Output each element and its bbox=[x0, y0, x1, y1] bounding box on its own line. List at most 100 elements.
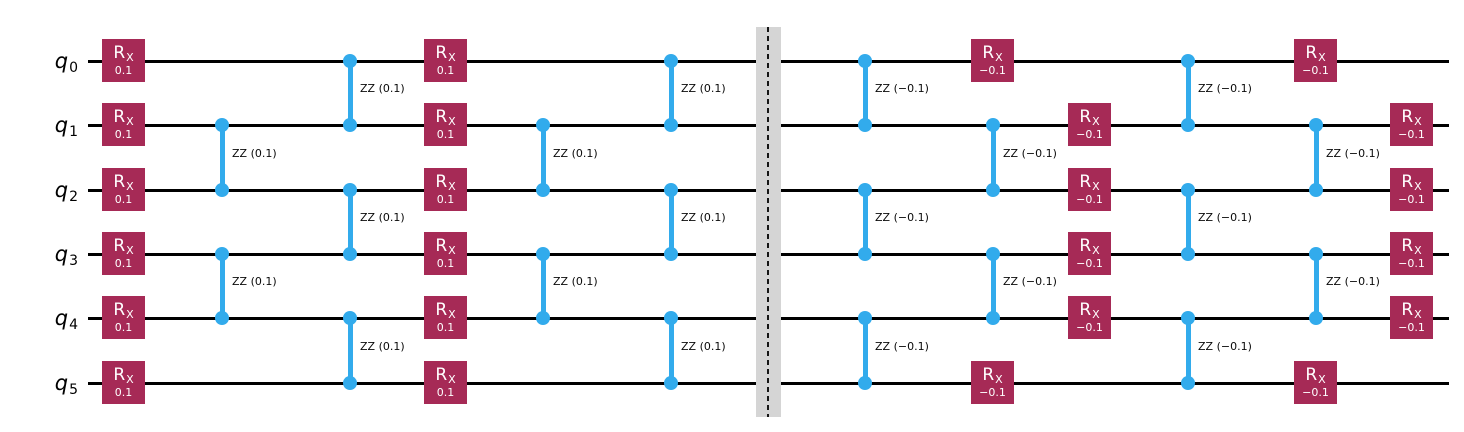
zz-control-dot bbox=[664, 311, 678, 325]
zz-connector-line bbox=[348, 61, 353, 125]
rx-gate-name: RX bbox=[435, 44, 456, 64]
zz-gate-label: ZZ (−0.1) bbox=[1326, 146, 1380, 160]
rx-gate-letter: R bbox=[982, 364, 995, 385]
rx-gate-subscript: X bbox=[448, 114, 456, 128]
rx-gate-subscript: X bbox=[126, 307, 134, 321]
rx-gate: RX−0.1 bbox=[1390, 296, 1433, 339]
rx-gate-subscript: X bbox=[1318, 372, 1326, 386]
zz-control-dot bbox=[215, 247, 229, 261]
rx-gate-name: RX bbox=[435, 171, 455, 193]
qubit-label-subscript: 0 bbox=[69, 60, 78, 76]
rx-gate: RX−0.1 bbox=[1068, 168, 1111, 211]
zz-control-dot bbox=[1181, 118, 1195, 132]
qubit-label: q2 bbox=[30, 175, 78, 205]
zz-gate-label: ZZ (0.1) bbox=[232, 275, 277, 288]
zz-control-dot bbox=[536, 118, 550, 132]
rx-gate-letter: R bbox=[1401, 171, 1414, 192]
rx-gate-param: 0.1 bbox=[436, 127, 455, 141]
rx-gate-name: RX bbox=[1401, 299, 1421, 321]
rx-gate-letter: R bbox=[113, 42, 126, 63]
rx-gate-name: RX bbox=[1079, 301, 1100, 321]
qubit-label-subscript: 5 bbox=[69, 382, 78, 398]
rx-gate-letter: R bbox=[113, 171, 126, 192]
zz-gate-label: ZZ (0.1) bbox=[232, 146, 277, 160]
rx-gate-name: RX bbox=[1079, 171, 1099, 193]
rx-gate-subscript: X bbox=[1092, 114, 1100, 128]
qubit-label-base: q bbox=[54, 178, 69, 202]
rx-gate-param: 0.1 bbox=[114, 320, 133, 334]
zz-control-dot bbox=[986, 118, 1000, 132]
rx-gate-param: 0.1 bbox=[114, 385, 133, 399]
rx-gate-name: RX bbox=[435, 366, 456, 386]
zz-control-dot bbox=[1309, 183, 1323, 197]
zz-gate-label: ZZ (−0.1) bbox=[1198, 211, 1252, 224]
rx-gate-subscript: X bbox=[126, 50, 134, 64]
zz-gate-label: ZZ (−0.1) bbox=[875, 82, 929, 95]
zz-control-dot bbox=[664, 183, 678, 197]
rx-gate-letter: R bbox=[1079, 171, 1092, 192]
zz-control-dot bbox=[343, 183, 357, 197]
zz-connector-line bbox=[991, 254, 996, 318]
rx-gate-letter: R bbox=[982, 42, 995, 63]
rx-gate-subscript: X bbox=[1092, 307, 1100, 321]
rx-gate-subscript: X bbox=[448, 307, 456, 321]
rx-gate-param: −0.1 bbox=[1076, 127, 1103, 141]
zz-control-dot bbox=[858, 54, 872, 68]
zz-control-dot bbox=[858, 118, 872, 132]
zz-control-dot bbox=[1181, 247, 1195, 261]
rx-gate-subscript: X bbox=[448, 50, 456, 64]
rx-gate-name: RX bbox=[1305, 42, 1325, 64]
rx-gate: RX−0.1 bbox=[1068, 296, 1111, 339]
rx-gate-param: −0.1 bbox=[1076, 256, 1103, 270]
zz-connector-line bbox=[863, 190, 868, 254]
zz-control-dot bbox=[215, 183, 229, 197]
rx-gate-name: RX bbox=[113, 299, 134, 321]
rx-gate-name: RX bbox=[1079, 108, 1100, 128]
rx-gate-subscript: X bbox=[448, 372, 456, 386]
zz-connector-line bbox=[1186, 61, 1191, 125]
rx-gate-letter: R bbox=[435, 299, 448, 320]
rx-gate-param: 0.1 bbox=[114, 192, 133, 206]
rx-gate-name: RX bbox=[113, 42, 134, 64]
rx-gate-param: 0.1 bbox=[114, 63, 133, 77]
zz-connector-line bbox=[1186, 318, 1191, 383]
zz-gate-label: ZZ (−0.1) bbox=[1198, 82, 1252, 95]
zz-control-dot bbox=[1181, 183, 1195, 197]
zz-control-dot bbox=[858, 311, 872, 325]
rx-gate-param: −0.1 bbox=[1398, 127, 1425, 141]
rx-gate-name: RX bbox=[1079, 237, 1100, 257]
zz-control-dot bbox=[858, 376, 872, 390]
zz-gate-label: ZZ (−0.1) bbox=[1326, 275, 1380, 288]
rx-gate-subscript: X bbox=[995, 372, 1003, 386]
qubit-label: q4 bbox=[30, 303, 78, 333]
barrier-dashed-line bbox=[767, 27, 769, 417]
qubit-label-subscript: 4 bbox=[69, 317, 78, 333]
rx-gate-letter: R bbox=[435, 171, 448, 192]
zz-connector-line bbox=[348, 190, 353, 254]
zz-gate-label: ZZ (0.1) bbox=[360, 82, 405, 95]
zz-gate-label: ZZ (−0.1) bbox=[1003, 146, 1057, 160]
rx-gate-name: RX bbox=[435, 108, 456, 128]
rx-gate-letter: R bbox=[1305, 42, 1318, 63]
rx-gate-letter: R bbox=[113, 299, 126, 320]
zz-control-dot bbox=[1309, 311, 1323, 325]
zz-control-dot bbox=[664, 54, 678, 68]
rx-gate-param: 0.1 bbox=[114, 256, 133, 270]
rx-gate-param: −0.1 bbox=[979, 63, 1006, 77]
zz-gate-label: ZZ (−0.1) bbox=[875, 211, 929, 224]
rx-gate-name: RX bbox=[435, 237, 455, 257]
qubit-label-subscript: 3 bbox=[69, 253, 78, 269]
zz-control-dot bbox=[858, 247, 872, 261]
zz-gate-label: ZZ (0.1) bbox=[553, 146, 598, 160]
zz-control-dot bbox=[986, 247, 1000, 261]
rx-gate-subscript: X bbox=[1092, 243, 1100, 257]
zz-gate-label: ZZ (−0.1) bbox=[1003, 275, 1057, 288]
rx-gate-letter: R bbox=[1401, 299, 1414, 320]
rx-gate: RX−0.1 bbox=[971, 39, 1014, 82]
rx-gate: RX−0.1 bbox=[1068, 232, 1111, 275]
rx-gate-param: 0.1 bbox=[436, 320, 455, 334]
rx-gate-param: −0.1 bbox=[1398, 256, 1425, 270]
